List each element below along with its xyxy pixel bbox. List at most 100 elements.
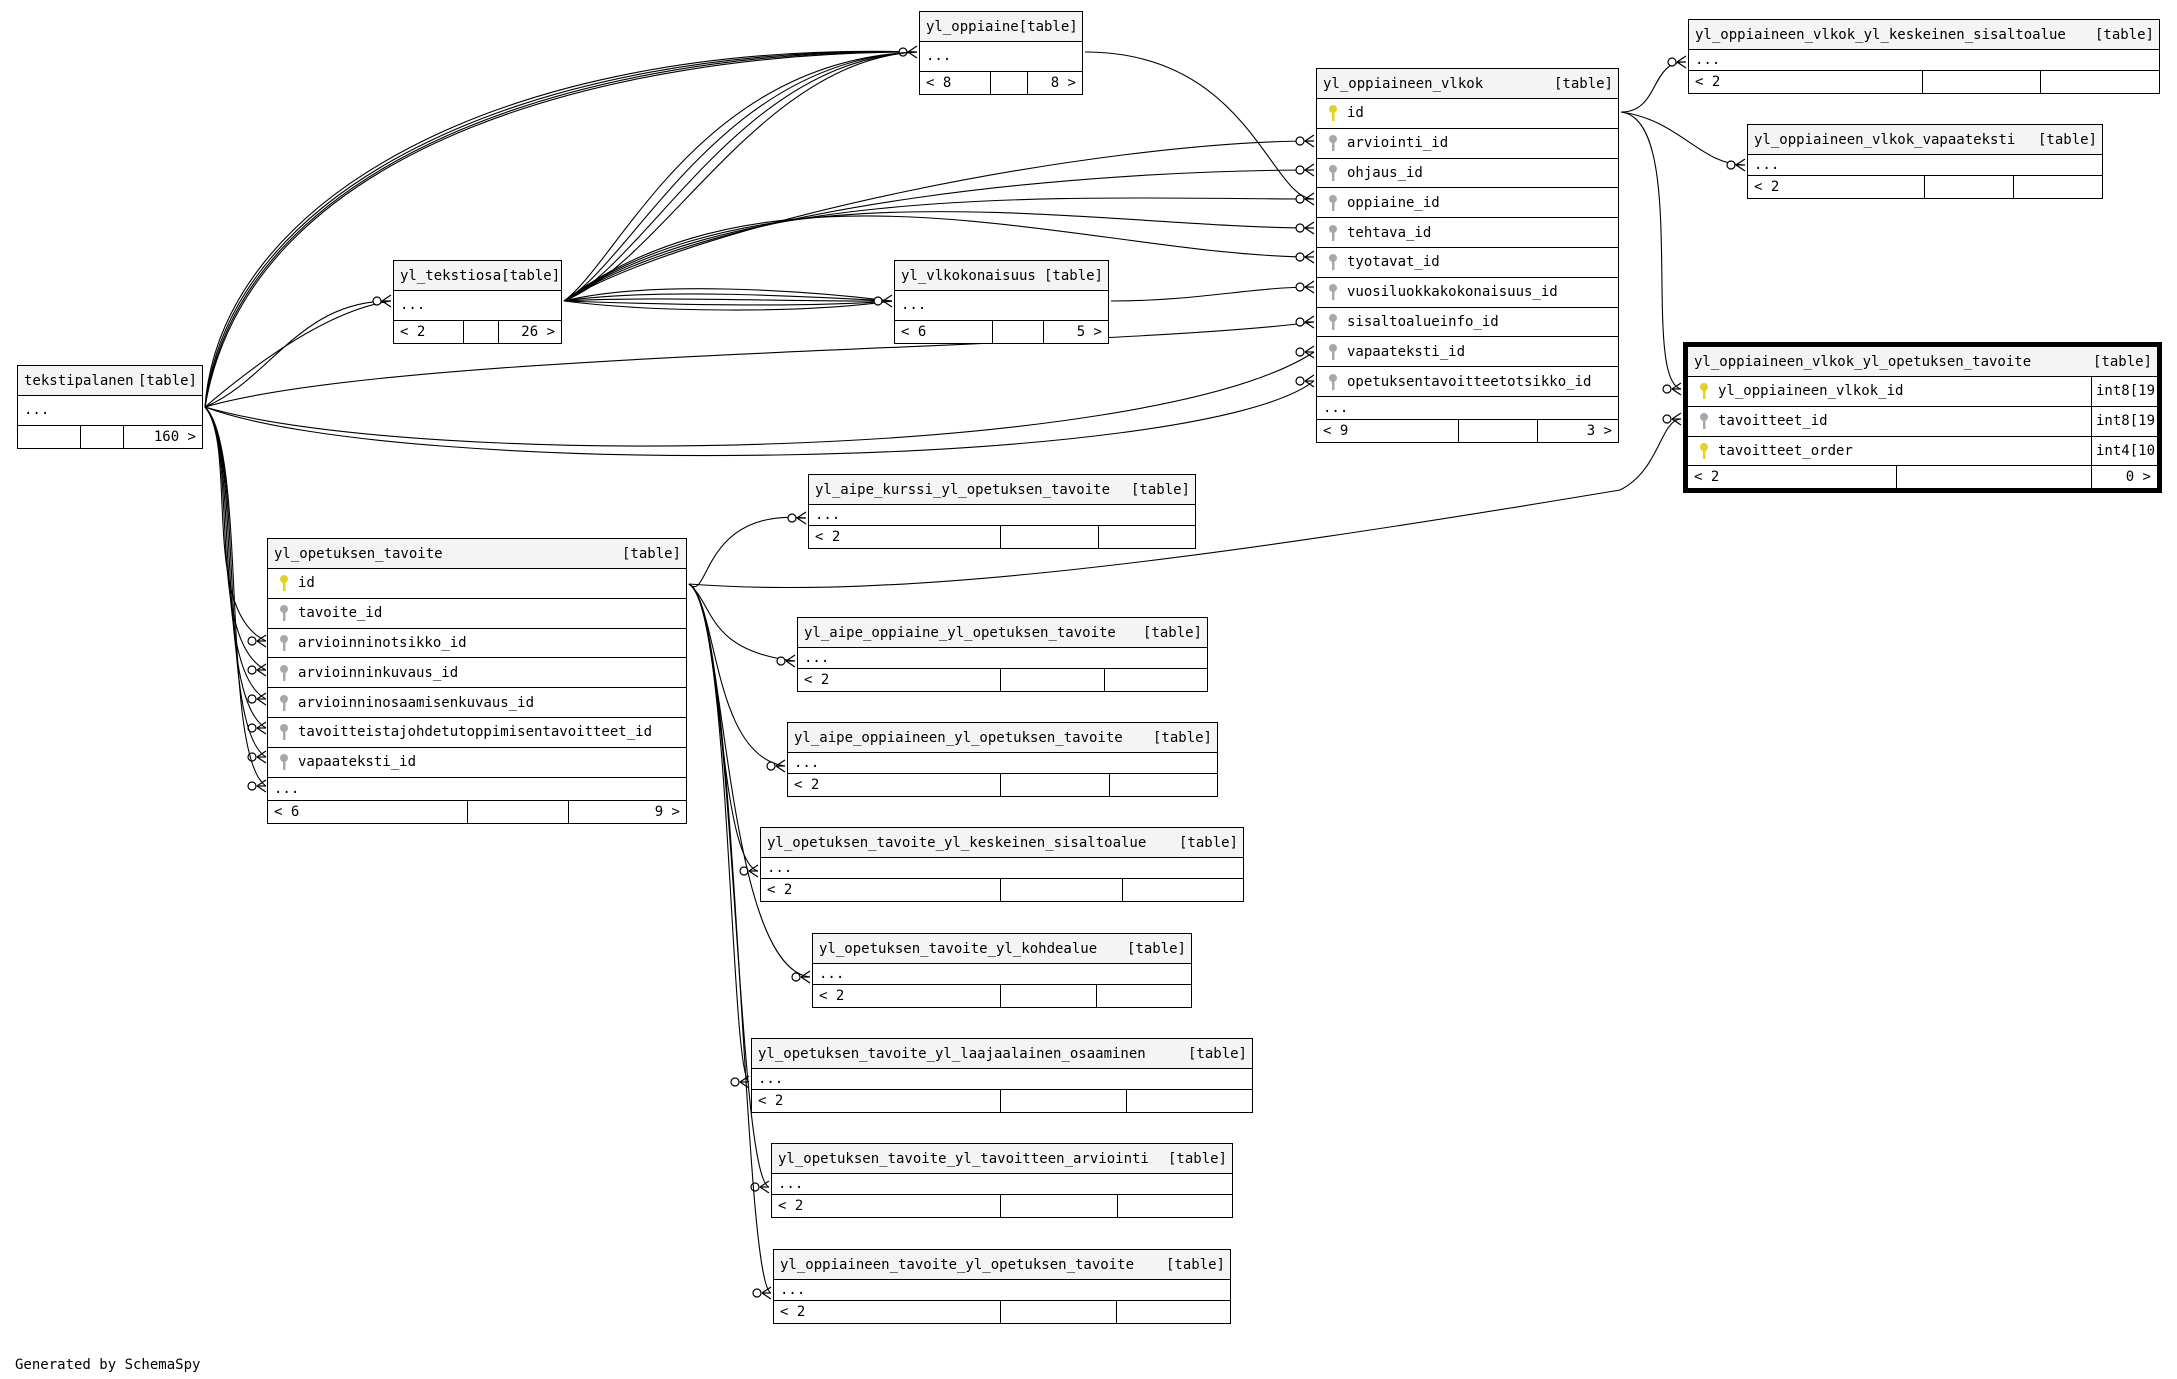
table-footer: < 2 xyxy=(774,1301,1230,1323)
table-type-label: [table] xyxy=(1152,729,1212,746)
column-row[interactable]: opetuksentavoitteetotsikko_id xyxy=(1317,367,1618,397)
column-row[interactable]: sisaltoalueinfo_id xyxy=(1317,308,1618,338)
crowfoot-marker xyxy=(1662,382,1682,396)
relationship-line xyxy=(204,406,267,700)
crowfoot-marker xyxy=(247,721,267,735)
crowfoot-marker xyxy=(1295,280,1315,294)
table-yl-opetuksen-tavoite-yl-keskeinen-sisaltoalue[interactable]: yl_opetuksen_tavoite_yl_keskeinen_sisalt… xyxy=(760,827,1244,902)
column-row[interactable]: arvioinninkuvaus_id xyxy=(268,658,686,689)
ellipsis-row: ... xyxy=(798,648,1207,669)
primary-key-icon xyxy=(1323,104,1343,122)
column-row[interactable]: ohjaus_id xyxy=(1317,159,1618,189)
crowfoot-marker xyxy=(752,1286,772,1300)
table-yl-oppiaineen-vlkok-vapaateksti[interactable]: yl_oppiaineen_vlkok_vapaateksti[table] .… xyxy=(1747,124,2103,199)
primary-key-icon xyxy=(1694,442,1714,460)
table-yl-opetuksen-tavoite-yl-tavoitteen-arviointi[interactable]: yl_opetuksen_tavoite_yl_tavoitteen_arvio… xyxy=(771,1143,1233,1218)
table-footer: < 2 xyxy=(798,669,1207,691)
table-name: yl_aipe_oppiaine_yl_opetuksen_tavoite xyxy=(804,624,1116,641)
table-type-label: [table] xyxy=(1178,834,1238,851)
crowfoot-marker xyxy=(791,970,811,984)
relationship-line xyxy=(688,583,759,872)
column-row[interactable]: tavoite_id xyxy=(268,599,686,629)
ellipsis-row: ... xyxy=(895,291,1108,321)
column-row[interactable]: arviointi_id xyxy=(1317,129,1618,159)
table-yl-opetuksen-tavoite[interactable]: yl_opetuksen_tavoite[table] id tavoite_i… xyxy=(267,538,687,824)
column-type: int8[19] xyxy=(2091,377,2163,406)
table-type-label: [table] xyxy=(1126,940,1186,957)
column-row[interactable]: id xyxy=(268,569,686,599)
table-footer: < 2 xyxy=(761,879,1243,901)
crowfoot-marker xyxy=(247,750,267,764)
relationship-line xyxy=(563,300,893,311)
table-header: yl_oppiaine[table] xyxy=(920,12,1082,42)
table-header: yl_oppiaineen_vlkok_yl_keskeinen_sisalto… xyxy=(1689,20,2159,50)
table-type-label: [table] xyxy=(1142,624,1202,641)
ellipsis-row: ... xyxy=(761,858,1243,879)
crowfoot-marker xyxy=(1295,221,1315,235)
crowfoot-marker xyxy=(1295,192,1315,206)
relationship-line xyxy=(563,51,918,302)
table-yl-aipe-oppiaine-yl-opetuksen-tavoite[interactable]: yl_aipe_oppiaine_yl_opetuksen_tavoite [ta… xyxy=(797,617,1208,692)
table-yl-opetuksen-tavoite-yl-laajaalainen-osaaminen[interactable]: yl_opetuksen_tavoite_yl_laajaalainen_osa… xyxy=(751,1038,1253,1113)
table-footer: < 2 xyxy=(772,1195,1232,1217)
table-name: yl_aipe_kurssi_yl_opetuksen_tavoite xyxy=(815,481,1111,498)
crowfoot-marker xyxy=(247,692,267,706)
crowfoot-marker xyxy=(873,294,893,308)
crowfoot-marker xyxy=(787,511,807,525)
relationship-line xyxy=(204,51,918,408)
column-row[interactable]: vapaateksti_id xyxy=(268,748,686,778)
table-header: yl_tekstiosa[table] xyxy=(394,261,561,291)
column-row[interactable]: arvioinninosaamisenkuvaus_id xyxy=(268,688,686,718)
table-yl-oppiaineen-tavoite-yl-opetuksen-tavoite[interactable]: yl_oppiaineen_tavoite_yl_opetuksen_tavoi… xyxy=(773,1249,1231,1324)
table-yl-oppiaineen-vlkok[interactable]: yl_oppiaineen_vlkok[table] id arviointi_… xyxy=(1316,68,1619,443)
column-row[interactable]: tyotavat_id xyxy=(1317,248,1618,278)
table-yl-oppiaineen-vlkok-yl-keskeinen-sisaltoalue[interactable]: yl_oppiaineen_vlkok_yl_keskeinen_sisalto… xyxy=(1688,19,2160,94)
crowfoot-marker xyxy=(750,1180,770,1194)
relationship-line xyxy=(204,406,267,671)
column-row[interactable]: tehtava_id xyxy=(1317,218,1618,248)
column-row[interactable]: vuosiluokkakokonaisuus_id xyxy=(1317,278,1618,308)
table-header: yl_aipe_oppiaineen_yl_opetuksen_tavoite[… xyxy=(788,723,1217,753)
column-type: int8[19] xyxy=(2091,406,2163,436)
table-name: yl_oppiaine xyxy=(926,18,1019,35)
foreign-key-icon xyxy=(1323,343,1343,361)
foreign-key-icon xyxy=(274,723,294,741)
column-row[interactable]: oppiaine_id xyxy=(1317,188,1618,219)
table-yl-oppiaineen-vlkok-yl-opetuksen-tavoite[interactable]: yl_oppiaineen_vlkok_yl_opetuksen_tavoite… xyxy=(1683,342,2163,494)
relationship-line xyxy=(204,50,918,408)
ellipsis-row: ... xyxy=(752,1069,1252,1090)
table-header: yl_oppiaineen_vlkok_vapaateksti[table] xyxy=(1748,125,2102,155)
table-footer: < 2 xyxy=(1689,71,2159,93)
column-row[interactable]: tavoitteistajohdetutoppimisentavoitteet_… xyxy=(268,718,686,748)
foreign-key-icon xyxy=(1323,373,1343,391)
column-row[interactable]: arvioinninotsikko_id xyxy=(268,629,686,659)
crowfoot-marker xyxy=(1295,250,1315,264)
relationship-line xyxy=(204,351,1315,447)
crowfoot-marker xyxy=(766,759,786,773)
crowfoot-marker xyxy=(1295,163,1315,177)
crowfoot-marker xyxy=(1295,315,1315,329)
table-yl-aipe-oppiaineen-yl-opetuksen-tavoite[interactable]: yl_aipe_oppiaineen_yl_opetuksen_tavoite[… xyxy=(787,722,1218,797)
ellipsis-row: ... xyxy=(774,1280,1230,1301)
table-name: yl_opetuksen_tavoite xyxy=(274,545,443,562)
crowfoot-marker xyxy=(1295,134,1315,148)
table-header: yl_oppiaineen_tavoite_yl_opetuksen_tavoi… xyxy=(774,1250,1230,1280)
foreign-key-icon xyxy=(1323,283,1343,301)
table-yl-opetuksen-tavoite-yl-kohdealue[interactable]: yl_opetuksen_tavoite_yl_kohdealue[table]… xyxy=(812,933,1192,1008)
relationship-line xyxy=(204,406,267,729)
table-type-label: [table] xyxy=(1018,18,1078,35)
relationship-line xyxy=(204,51,918,408)
table-tekstipalanen[interactable]: tekstipalanen[table] ... 160 > xyxy=(17,365,203,449)
column-row[interactable]: id xyxy=(1317,99,1618,129)
table-yl-aipe-kurssi-yl-opetuksen-tavoite[interactable]: yl_aipe_kurssi_yl_opetuksen_tavoite[tabl… xyxy=(808,474,1196,549)
column-row[interactable]: vapaateksti_id xyxy=(1317,337,1618,368)
table-type-label: [table] xyxy=(2037,131,2097,148)
